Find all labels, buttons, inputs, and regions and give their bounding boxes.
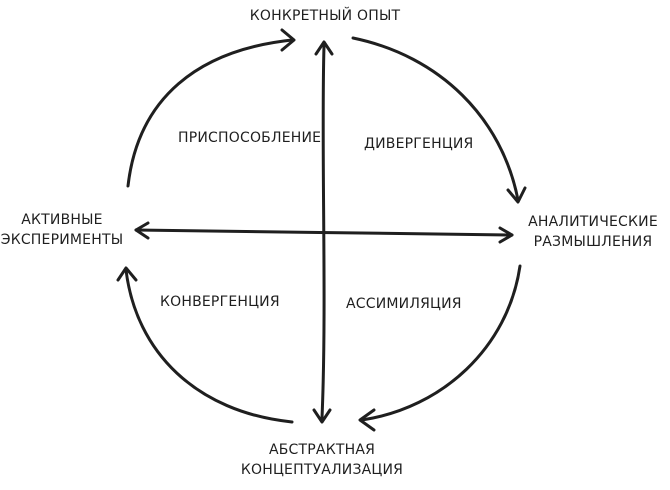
arc-left-to-top bbox=[126, 38, 294, 188]
pole-label-right-line-2: РАЗМЫШЛЕНИЯ bbox=[533, 234, 653, 250]
quadrant-label-bottom-right-text: АССИМИЛЯЦИЯ bbox=[346, 296, 462, 312]
pole-label-bottom-line-2: КОНЦЕПТУАЛИЗАЦИЯ bbox=[240, 462, 404, 478]
pole-label-top-text: КОНКРЕТНЫЙ ОПЫТ bbox=[249, 8, 401, 24]
quadrant-label-top-left: ПРИСПОСОБЛЕНИЕ bbox=[178, 128, 321, 148]
horizontal-axis-arrow-right bbox=[498, 226, 514, 244]
arc-right-to-bottom bbox=[360, 264, 522, 422]
pole-label-left-line-2: ЭКСПЕРИМЕНТЫ bbox=[0, 232, 124, 248]
pole-label-left: АКТИВНЫЕ ЭКСПЕРИМЕНТЫ bbox=[0, 210, 124, 250]
quadrant-label-bottom-right: АССИМИЛЯЦИЯ bbox=[346, 294, 462, 314]
arc-top-to-right bbox=[351, 36, 520, 202]
arc-bottom-to-left bbox=[124, 268, 294, 424]
pole-label-right-line-1: АНАЛИТИЧЕСКИЕ bbox=[528, 214, 658, 230]
horizontal-axis-arrow-left bbox=[134, 221, 150, 240]
arrowhead-top bbox=[280, 28, 296, 52]
arrowhead-left bbox=[116, 266, 138, 282]
arrowhead-right bbox=[506, 186, 527, 204]
pole-label-right: АНАЛИТИЧЕСКИЕ РАЗМЫШЛЕНИЯ bbox=[522, 212, 664, 252]
pole-label-bottom-line-1: АБСТРАКТНАЯ bbox=[268, 442, 376, 458]
quadrant-label-top-right-text: ДИВЕРГЕНЦИЯ bbox=[364, 136, 474, 152]
quadrant-label-bottom-left: КОНВЕРГЕНЦИЯ bbox=[160, 292, 280, 312]
arrowhead-bottom bbox=[358, 408, 376, 432]
pole-label-top: КОНКРЕТНЫЙ ОПЫТ bbox=[230, 6, 420, 26]
horizontal-axis-line bbox=[134, 228, 514, 237]
quadrant-label-top-right: ДИВЕРГЕНЦИЯ bbox=[364, 134, 473, 154]
vertical-axis-arrow-bottom bbox=[312, 408, 332, 424]
vertical-axis-line bbox=[320, 44, 326, 420]
vertical-axis-arrow-top bbox=[314, 40, 334, 56]
pole-label-bottom: АБСТРАКТНАЯ КОНЦЕПТУАЛИЗАЦИЯ bbox=[222, 440, 422, 480]
pole-label-left-line-1: АКТИВНЫЕ bbox=[21, 212, 103, 228]
quadrant-label-top-left-text: ПРИСПОСОБЛЕНИЕ bbox=[178, 130, 322, 146]
quadrant-label-bottom-left-text: КОНВЕРГЕНЦИЯ bbox=[160, 294, 280, 310]
